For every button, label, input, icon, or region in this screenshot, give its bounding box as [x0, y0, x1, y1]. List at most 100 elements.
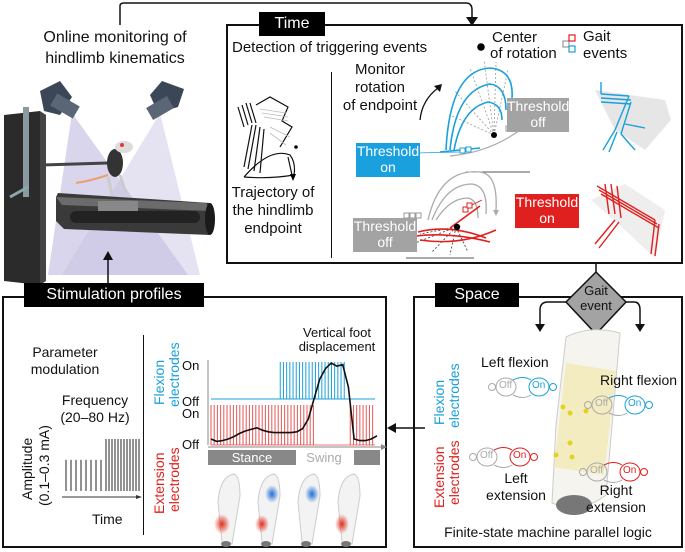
- monitor-line2: rotation: [354, 79, 406, 96]
- flexion-trajectories: [439, 67, 513, 153]
- space-panel-tag: Space: [435, 283, 519, 307]
- arrow-right-branch: [635, 324, 645, 332]
- flexion-threshold-on-line2: on: [380, 159, 396, 175]
- flexion-on-label: On: [182, 358, 200, 373]
- time-axis-label: Time: [92, 511, 123, 527]
- space-extension-label-line1: Extension: [431, 446, 447, 508]
- fsm-arrows: [488, 377, 557, 398]
- extension-threshold-on-line2: on: [539, 210, 555, 226]
- phase-stance-label: Stance: [231, 450, 273, 465]
- pulse-train-plot: [62, 439, 142, 499]
- state-off: Off: [590, 465, 604, 476]
- fsm-left-flexion: Off On: [487, 375, 567, 405]
- monitor-line1: Monitor: [354, 61, 406, 78]
- state-off: Off: [595, 398, 609, 409]
- stim-divider: [143, 335, 144, 535]
- setup-title-line1: Online monitoring of: [43, 29, 187, 46]
- monitor-line3: of endpoint: [342, 97, 418, 114]
- time-panel-tag: Time: [259, 12, 325, 36]
- flexion-threshold-on-box: Threshold on: [356, 143, 420, 177]
- left-extension-line1: Left: [504, 470, 528, 486]
- flexion-threshold-off-line1: Threshold: [507, 98, 570, 114]
- state-off: Off: [480, 450, 494, 461]
- spinal-activation-maps: [214, 473, 361, 547]
- legend-gait-line2: events: [583, 45, 628, 62]
- freq-line2: (20–80 Hz): [60, 409, 130, 425]
- param-line2: modulation: [30, 361, 100, 377]
- amp-line2: (0.1–0.3 mA): [36, 425, 52, 506]
- time-heading: Detection of triggering events: [232, 39, 428, 56]
- legend-center-line1: Center: [492, 29, 538, 46]
- fsm-arrows: [579, 462, 648, 483]
- vfd-line1: Vertical foot: [303, 325, 371, 340]
- stim-flexion-label-line2: electrodes: [166, 342, 182, 407]
- phase-stance-bar: Stance: [208, 450, 296, 465]
- rotation-arrow: [419, 87, 439, 121]
- treadmill: [56, 193, 215, 235]
- space-panel: [413, 296, 683, 548]
- freq-line1: Frequency: [61, 392, 129, 408]
- state-on: On: [623, 465, 637, 476]
- amp-line1: Amplitude: [19, 437, 35, 500]
- rat-icon: [75, 141, 133, 196]
- stim-extension-label-line1: Extension: [151, 452, 167, 514]
- space-extension-label-line2: electrodes: [446, 440, 462, 505]
- left-flexion-label: Left flexion: [481, 354, 549, 370]
- fsm-right-flexion: Off On: [583, 393, 663, 423]
- flexion-threshold-off-line2: off: [530, 114, 546, 130]
- support-arm: [41, 161, 109, 167]
- fsm-arrows: [469, 447, 538, 468]
- phase-swing-label: Swing: [306, 450, 342, 465]
- vfd-line2: displacement: [298, 339, 376, 354]
- center-of-rotation-point: [491, 132, 497, 138]
- arrow-left-branch: [535, 324, 545, 332]
- right-extension-line2: extension: [586, 499, 646, 515]
- treadmill-illustration: [4, 81, 215, 285]
- setup-title-line2: hindlimb kinematics: [45, 50, 185, 67]
- stimulation-timeline-plot: [207, 360, 387, 450]
- camera-right-icon: [146, 81, 184, 121]
- electrode-array: [554, 363, 616, 475]
- stim-flexion-label-line1: Flexion: [151, 359, 167, 405]
- trajectory-line3: endpoint: [244, 220, 302, 237]
- extension-threshold-off-line1: Threshold: [353, 218, 417, 234]
- fsm-left-extension: Off On: [468, 445, 548, 475]
- extension-trajectories: [415, 205, 497, 243]
- space-flexion-label-line1: Flexion: [431, 379, 447, 425]
- activation-map-2: [255, 473, 281, 547]
- hindlimb-trajectory-stick-diagram: [237, 96, 298, 181]
- stimulation-profiles-tag: Stimulation profiles: [24, 283, 204, 307]
- time-divider: [331, 72, 332, 258]
- right-flexion-label: Right flexion: [600, 372, 678, 388]
- extension-off-label: Off: [182, 437, 200, 452]
- state-off: Off: [499, 380, 513, 391]
- flexion-off-label: Off: [182, 394, 200, 409]
- flexion-threshold-on-line1: Threshold: [356, 143, 420, 159]
- time-panel: [226, 24, 683, 264]
- decision-line1: Gait: [584, 283, 608, 298]
- fsm-arrows: [584, 395, 653, 416]
- x-axis-arrow: [381, 444, 387, 450]
- legend-center-line2: of rotation: [490, 45, 557, 62]
- extension-threshold-on-box: Threshold on: [515, 194, 579, 228]
- extension-threshold-on-line1: Threshold: [515, 194, 579, 210]
- camera-beam-right: [62, 113, 200, 275]
- space-flexion-label-line2: electrodes: [446, 363, 462, 428]
- flexion-threshold-off-box: Threshold off: [507, 98, 569, 132]
- trajectory-line1: Trajectory of: [231, 184, 315, 201]
- right-extension-line1: Right: [599, 482, 633, 498]
- fsm-right-extension: Off On: [578, 460, 658, 490]
- extension-stick-diagram: [591, 183, 665, 258]
- legend-gait-line1: Gait: [583, 28, 611, 45]
- extension-threshold-off-box: Threshold off: [353, 218, 417, 252]
- gait-event-decision: [535, 270, 645, 336]
- activation-map-1: [214, 473, 241, 547]
- body-weight-support-tower: [4, 107, 46, 285]
- extension-on-label: On: [182, 406, 200, 421]
- gait-events-squares-icon: [562, 34, 576, 53]
- phase-swing-label-area: Swing: [296, 450, 352, 465]
- trajectory-line2: the hindlimb: [232, 202, 314, 219]
- state-on: On: [628, 398, 642, 409]
- decision-line2: event: [580, 298, 612, 313]
- space-caption: Finite-state machine parallel logic: [444, 524, 652, 540]
